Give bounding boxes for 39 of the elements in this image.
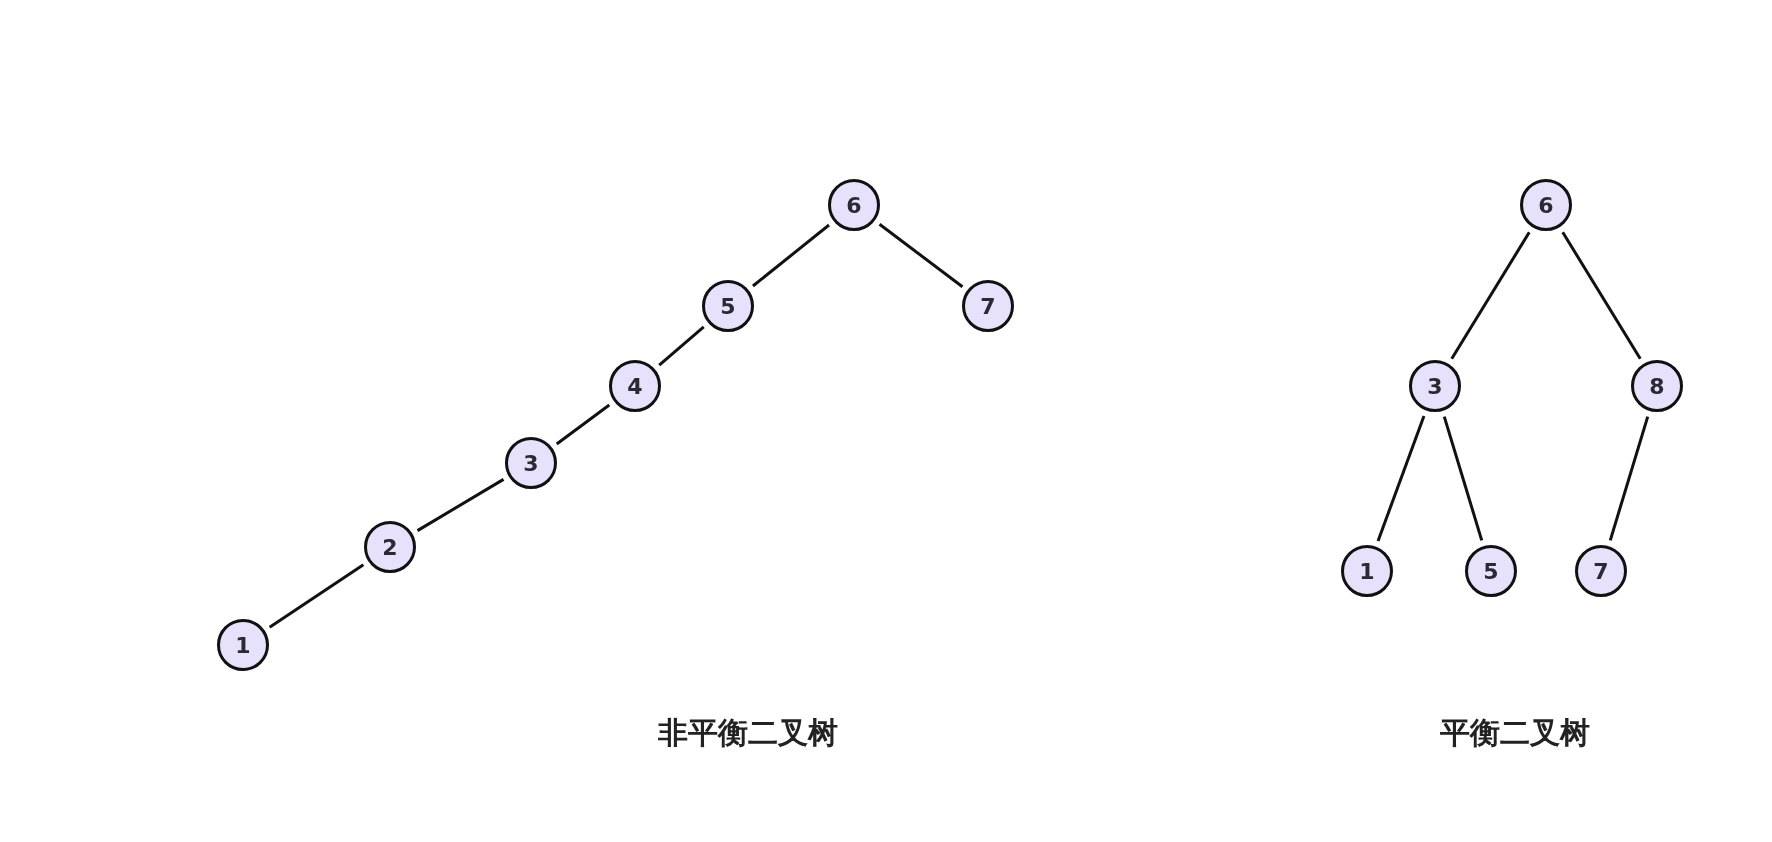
node-value: 6 — [1538, 192, 1554, 218]
tree-node-circle — [1465, 545, 1517, 597]
tree-edge-line — [752, 223, 830, 288]
node-value: 4 — [627, 373, 643, 399]
node-value: 3 — [523, 450, 539, 476]
tree-node-circle — [609, 360, 661, 412]
tree-edge-line — [555, 403, 611, 446]
tree-edge-line — [1608, 416, 1650, 541]
tree-edge-line — [1561, 231, 1642, 360]
node-value: 8 — [1649, 373, 1665, 399]
node-value: 6 — [846, 192, 862, 218]
tree-edge-line — [658, 325, 705, 367]
node-value: 7 — [980, 293, 996, 319]
tree-caption: 平衡二叉树 — [1440, 713, 1590, 752]
node-value: 3 — [1427, 373, 1443, 399]
node-value: 5 — [1483, 558, 1499, 584]
tree-node-circle — [1341, 545, 1393, 597]
tree-caption: 非平衡二叉树 — [658, 713, 838, 752]
tree-node-circle — [217, 619, 269, 671]
tree-edge-line — [416, 478, 505, 532]
tree-node-circle — [962, 280, 1014, 332]
node-value: 5 — [720, 293, 736, 319]
tree-node-circle — [364, 521, 416, 573]
tree-node-circle — [1520, 179, 1572, 231]
node-value: 7 — [1593, 558, 1609, 584]
node-value: 1 — [235, 632, 251, 658]
node-value: 1 — [1359, 558, 1375, 584]
tree-node-circle — [505, 437, 557, 489]
tree-edge-line — [268, 563, 365, 629]
tree-node-circle — [1631, 360, 1683, 412]
tree-node-circle — [1575, 545, 1627, 597]
node-value: 2 — [382, 534, 398, 560]
tree-edge-line — [1376, 415, 1426, 542]
tree-edge-line — [1442, 416, 1484, 541]
tree-node-circle — [828, 179, 880, 231]
tree-edge-line — [1450, 231, 1531, 360]
tree-node-circle — [702, 280, 754, 332]
tree-node-circle — [1409, 360, 1461, 412]
tree-edge-line — [878, 223, 964, 288]
